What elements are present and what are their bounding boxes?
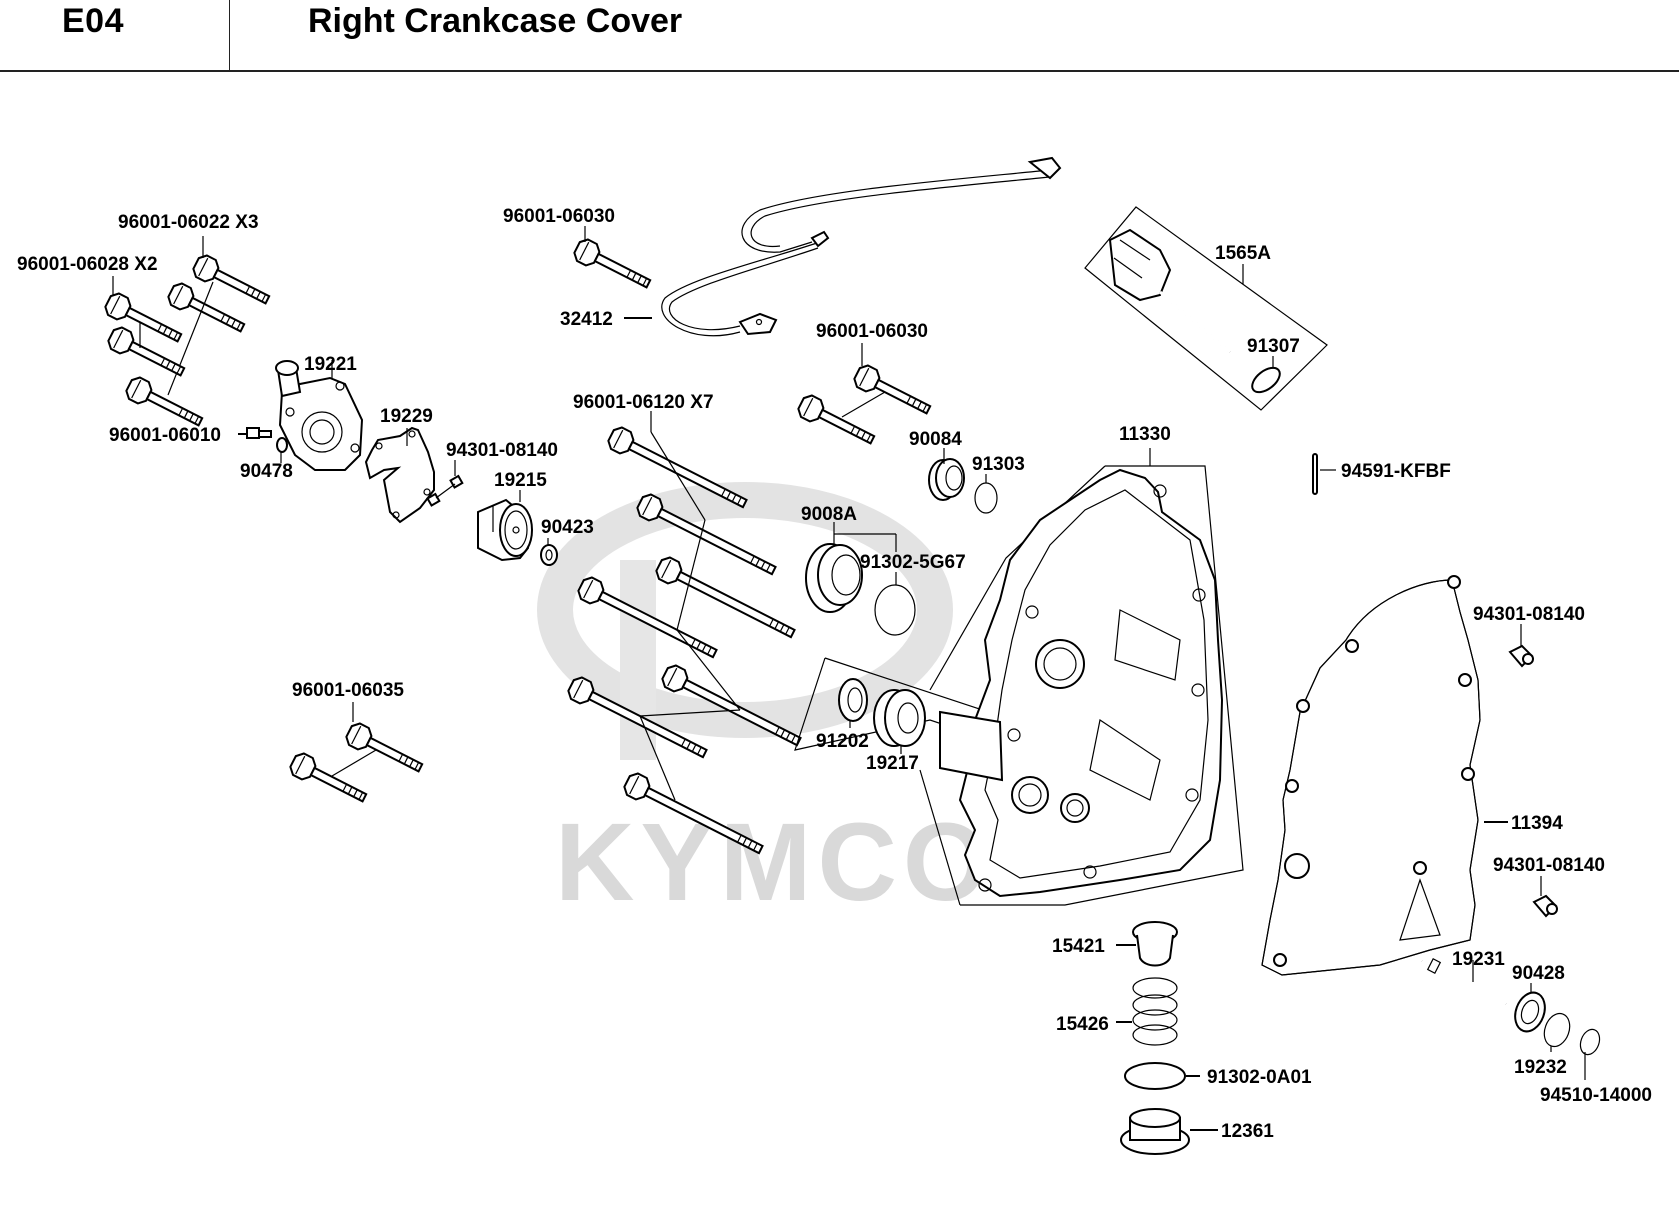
oring-91302-5G67[interactable]: 91302-5G67 xyxy=(860,552,966,636)
bolt-group-96001-06035[interactable]: 96001-06035 xyxy=(286,680,427,810)
label-96001-06022: 96001-06022 X3 xyxy=(118,212,259,233)
page-header: E04 Right Crankcase Cover xyxy=(0,0,1679,72)
bolt-icon xyxy=(164,279,249,340)
bolt-icon xyxy=(189,251,274,312)
bolt-icon xyxy=(570,235,655,296)
dowel-94301-08140-b[interactable]: 94301-08140 xyxy=(1473,604,1585,668)
label-91302-5G67: 91302-5G67 xyxy=(860,552,966,573)
impeller-19215[interactable]: 19215 xyxy=(477,470,547,562)
label-94301-08140-b: 94301-08140 xyxy=(1473,604,1585,625)
label-91303: 91303 xyxy=(972,454,1025,475)
washer-19232[interactable]: 19232 xyxy=(1514,1010,1574,1078)
oring-91303[interactable]: 91303 xyxy=(972,454,1025,514)
label-32412: 32412 xyxy=(560,309,613,330)
gasket-19229[interactable]: 19229 xyxy=(364,406,435,524)
label-19232: 19232 xyxy=(1514,1057,1567,1078)
page-title: Right Crankcase Cover xyxy=(308,2,683,40)
bolt-icon xyxy=(122,373,207,434)
bolt-96001-06010[interactable]: 96001-06010 xyxy=(109,425,272,446)
bolt-icon xyxy=(794,391,879,452)
bolt-icon xyxy=(850,361,935,422)
label-1565A: 1565A xyxy=(1215,243,1271,264)
label-90478: 90478 xyxy=(240,461,293,482)
label-96001-06010: 96001-06010 xyxy=(109,425,221,446)
label-91307: 91307 xyxy=(1247,336,1300,357)
label-90084: 90084 xyxy=(909,429,962,450)
water-pump-cover-19221[interactable]: 19221 xyxy=(275,354,364,471)
label-19229: 19229 xyxy=(380,406,433,427)
label-19217: 19217 xyxy=(866,753,919,774)
label-96001-06030-b: 96001-06030 xyxy=(816,321,928,342)
washer-90478[interactable]: 90478 xyxy=(240,437,293,482)
label-94591-KFBF: 94591-KFBF xyxy=(1341,461,1451,482)
label-19221: 19221 xyxy=(304,354,357,375)
bolt-group-96001-06030-b[interactable]: 96001-06030 xyxy=(794,321,935,452)
label-91302-0A01: 91302-0A01 xyxy=(1207,1067,1312,1088)
washer-90423[interactable]: 90423 xyxy=(540,517,594,566)
shaft-19231[interactable]: 19231 xyxy=(1420,949,1508,1007)
label-15421: 15421 xyxy=(1052,936,1105,957)
label-96001-06035: 96001-06035 xyxy=(292,680,404,701)
bolt-icon xyxy=(286,749,371,810)
right-crankcase-cover-11330[interactable]: 11330 xyxy=(919,424,1244,906)
label-96001-06030-a: 96001-06030 xyxy=(503,206,615,227)
dipstick-1565A[interactable]: 1565A xyxy=(1084,206,1328,411)
spring-15426[interactable]: 15426 xyxy=(1056,977,1178,1046)
bolt-group-96001-06028[interactable]: 96001-06028 X2 xyxy=(17,254,189,384)
oring-91307[interactable]: 91307 xyxy=(1247,336,1300,397)
watermark-text: KYMCO xyxy=(555,801,994,924)
label-91202: 91202 xyxy=(816,731,869,752)
bearing-19217[interactable]: 19217 xyxy=(866,689,926,774)
plug-90084[interactable]: 90084 xyxy=(909,429,965,501)
label-12361: 12361 xyxy=(1221,1121,1274,1142)
label-19215: 19215 xyxy=(494,470,547,491)
dowel-94301-08140-a[interactable]: 94301-08140 xyxy=(426,440,558,507)
wire-32412[interactable]: 32412 xyxy=(560,156,1062,337)
gasket-11394[interactable]: 11394 xyxy=(1261,575,1563,976)
bolt-icon xyxy=(342,719,427,780)
label-11394: 11394 xyxy=(1511,813,1563,834)
bolt-group-96001-06022[interactable]: 96001-06022 X3 xyxy=(118,212,274,434)
label-90423: 90423 xyxy=(541,517,594,538)
dowel-94301-08140-c[interactable]: 94301-08140 xyxy=(1493,855,1605,918)
label-96001-06028: 96001-06028 X2 xyxy=(17,254,158,275)
cap-9008A[interactable]: 9008A xyxy=(801,504,897,613)
bolt-group-96001-06120[interactable]: 96001-06120 X7 xyxy=(564,392,806,862)
label-11330: 11330 xyxy=(1119,424,1171,445)
drain-plug-12361[interactable]: 12361 xyxy=(1120,1108,1274,1155)
washer-90428[interactable]: 90428 xyxy=(1510,963,1565,1036)
label-19231: 19231 xyxy=(1452,949,1505,970)
label-96001-06120: 96001-06120 X7 xyxy=(573,392,714,413)
section-code: E04 xyxy=(62,2,124,40)
seal-91202[interactable]: 91202 xyxy=(816,678,869,752)
oring-91302-0A01[interactable]: 91302-0A01 xyxy=(1124,1062,1312,1090)
strainer-15421[interactable]: 15421 xyxy=(1052,921,1178,967)
kymco-watermark: KYMCO xyxy=(537,482,994,924)
label-94510-14000: 94510-14000 xyxy=(1540,1085,1652,1106)
header-divider xyxy=(229,0,230,70)
circlip-94510-14000[interactable]: 94510-14000 xyxy=(1540,1027,1652,1106)
label-90428: 90428 xyxy=(1512,963,1565,984)
label-9008A: 9008A xyxy=(801,504,857,525)
bolt-96001-06030-a[interactable]: 96001-06030 xyxy=(503,206,655,296)
pin-94591-KFBF[interactable]: 94591-KFBF xyxy=(1312,453,1451,495)
label-94301-08140-c: 94301-08140 xyxy=(1493,855,1605,876)
label-15426: 15426 xyxy=(1056,1014,1109,1035)
label-94301-08140-a: 94301-08140 xyxy=(446,440,558,461)
